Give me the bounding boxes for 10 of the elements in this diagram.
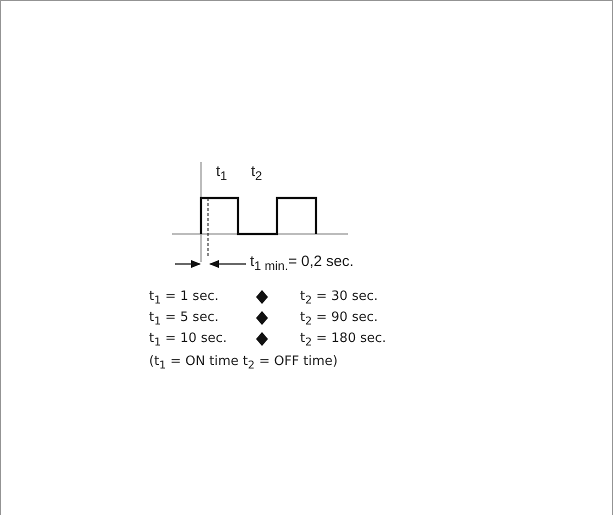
legend-note: (t$_{1}$ = ON time t$_{2}$ = OFF time) (149, 354, 338, 374)
signal-label: t$_{1}$ (216, 164, 228, 184)
timing-value: t$_{1}$ = 1 sec. (149, 289, 219, 309)
signal-label: t$_{2}$ (251, 164, 262, 184)
timing-value: t$_{2}$ = 30 sec. (300, 289, 378, 309)
dimension-label: t$_{1 min.}$= 0,2 sec. (250, 254, 354, 274)
timing-value: t$_{2}$ = 180 sec. (300, 331, 386, 351)
timing-value: t$_{2}$ = 90 sec. (300, 310, 378, 330)
timing-value: t$_{1}$ = 5 sec. (149, 310, 219, 330)
timing-value: t$_{1}$ = 10 sec. (149, 331, 227, 351)
